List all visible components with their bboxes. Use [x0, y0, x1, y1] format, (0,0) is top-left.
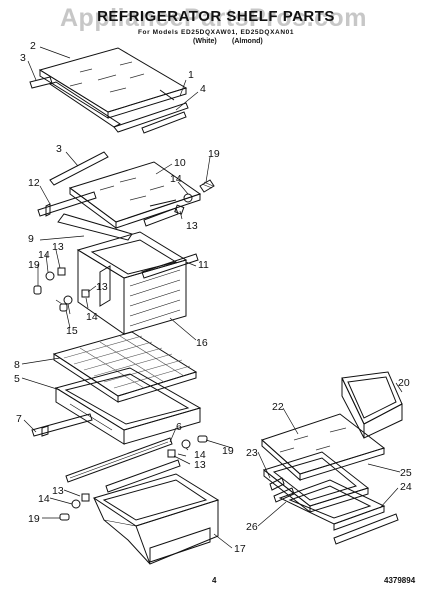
- callout-20: 20: [398, 377, 410, 389]
- callout-labels: 1 2 3 4 3 10 19 12 14 13 9 11 13 14 19 1…: [14, 40, 412, 555]
- callout-10: 10: [174, 157, 186, 169]
- watermark: AppliancePartsPros.com: [60, 4, 367, 32]
- crisper-drawer-frame: [76, 231, 188, 335]
- callout-1: 1: [188, 69, 194, 81]
- callout-22: 22: [272, 401, 284, 413]
- drawer-slide-7: [31, 413, 93, 437]
- color-almond: (Almond): [232, 38, 263, 45]
- drawer-slide-11: [141, 253, 199, 279]
- callout-14d: 14: [194, 449, 206, 461]
- callout-7: 7: [16, 413, 22, 425]
- callout-14c: 14: [86, 311, 98, 323]
- callout-26: 26: [246, 521, 258, 533]
- callout-11: 11: [198, 259, 209, 271]
- right-shelf-rails: [269, 477, 399, 545]
- callout-12: 12: [28, 177, 40, 189]
- callout-24: 24: [400, 481, 412, 493]
- callout-13c: 13: [96, 281, 108, 293]
- callout-17: 17: [234, 543, 246, 555]
- callout-19b: 19: [28, 259, 40, 271]
- shelf-side-rails: [37, 191, 179, 241]
- shelf-trim-3: [49, 151, 109, 186]
- roller-19-top: [199, 179, 215, 193]
- callout-19c: 19: [222, 445, 234, 457]
- callout-6: 6: [176, 421, 182, 433]
- callout-2: 2: [30, 40, 36, 52]
- color-white: (White): [193, 38, 217, 45]
- callout-19d: 19: [28, 513, 40, 525]
- callout-16: 16: [196, 337, 208, 349]
- bushing-13-top: [174, 204, 185, 215]
- callout-13e: 13: [52, 485, 64, 497]
- slide-rail-6: [65, 437, 181, 493]
- right-shelf-frame: [262, 451, 370, 514]
- callout-13: 13: [186, 220, 198, 232]
- callout-5: 5: [14, 373, 20, 385]
- roller-group-pan: [59, 435, 208, 521]
- roller-group-left: [33, 267, 90, 312]
- callout-8: 8: [14, 359, 20, 371]
- callout-19: 19: [208, 148, 220, 160]
- top-glass-shelf: [38, 47, 188, 119]
- diagram-title: REFRIGERATOR SHELF PARTS: [97, 8, 335, 25]
- model-numbers: For Models ED25DQXAW01, ED25DQXAN01: [137, 29, 295, 36]
- spill-guard-shelf: [68, 161, 202, 229]
- callout-14b: 14: [38, 249, 50, 261]
- document-number: 4379894: [384, 576, 416, 585]
- vegetable-pan: [92, 473, 220, 565]
- callout-13b: 13: [52, 241, 64, 253]
- callout-15: 15: [66, 325, 78, 337]
- callout-25: 25: [400, 467, 412, 479]
- callout-4: 4: [200, 83, 206, 95]
- callout-14e: 14: [38, 493, 50, 505]
- callout-13d: 13: [194, 459, 206, 471]
- page-number: 4: [212, 576, 217, 585]
- callout-14: 14: [170, 173, 182, 185]
- callout-3: 3: [20, 52, 26, 64]
- callout-3b: 3: [56, 143, 62, 155]
- deli-bin: [341, 371, 403, 439]
- callout-9: 9: [28, 233, 34, 245]
- crisper-cover-glass: [52, 331, 198, 403]
- callout-23: 23: [246, 447, 258, 459]
- top-shelf-frame: [29, 76, 189, 134]
- callout-leaders: [21, 46, 403, 549]
- crisper-cover-frame: [54, 367, 202, 445]
